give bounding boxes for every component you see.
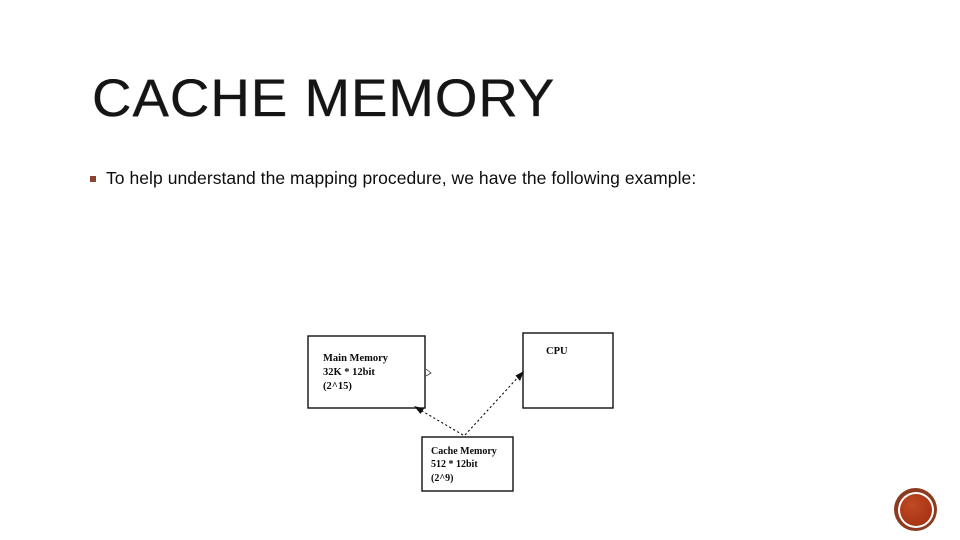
main-memory-line-1: Main Memory (323, 353, 389, 364)
cpu-label: CPU (546, 346, 568, 357)
cache-memory-box-outline (421, 436, 514, 492)
main-memory-box-outline (307, 335, 426, 409)
cache-to-main-arrowhead (414, 406, 424, 414)
cache-to-cpu-arrowhead (515, 371, 524, 381)
main-memory-line-2: 32K * 12bit (323, 367, 375, 378)
main-memory-edge-tick-icon (425, 368, 432, 377)
connector-cache-to-cpu (464, 371, 524, 436)
diagram-box-cpu: CPU (522, 332, 614, 409)
cache-to-main-line (416, 407, 464, 436)
connector-cache-to-main-memory (414, 406, 464, 436)
main-memory-line-3: (2^15) (323, 381, 352, 392)
corner-circle-badge-icon[interactable] (894, 488, 937, 531)
cache-memory-line-2: 512 * 12bit (431, 459, 478, 470)
diagram-box-main-memory: Main Memory 32K * 12bit (2^15) (307, 335, 426, 409)
bullet-text: To help understand the mapping procedure… (106, 168, 697, 188)
block-diagram: Main Memory 32K * 12bit (2^15) CPU Cache… (295, 325, 635, 505)
badge-core-fill (899, 493, 932, 526)
cache-memory-line-1: Cache Memory (431, 446, 497, 457)
cache-memory-line-3: (2^9) (431, 473, 453, 484)
square-bullet-icon (90, 176, 96, 182)
bullet-list-item: To help understand the mapping procedure… (90, 167, 696, 189)
page-title: CACHE MEMORY (92, 69, 556, 128)
cache-to-cpu-line (464, 373, 522, 436)
diagram-box-cache-memory: Cache Memory 512 * 12bit (2^9) (421, 436, 514, 492)
cpu-box-outline (522, 332, 614, 409)
